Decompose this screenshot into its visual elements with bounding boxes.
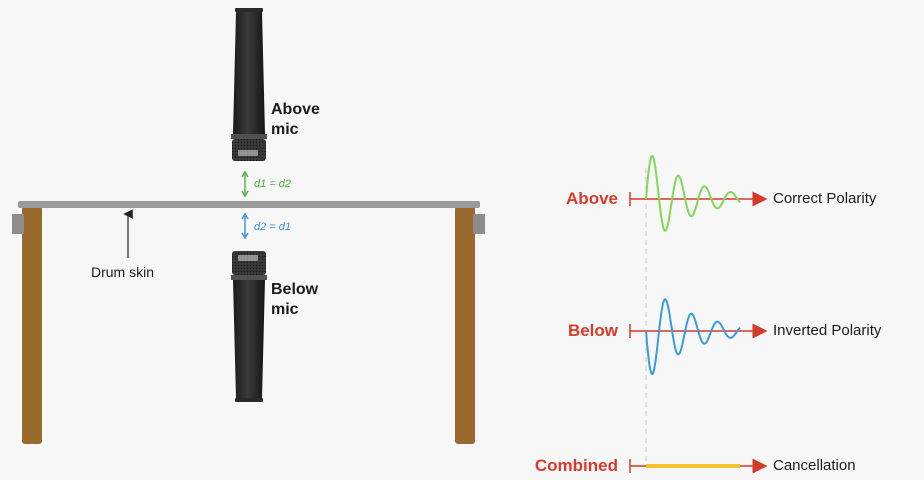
below-mic-label-line1: Below [271,281,319,298]
drum-skin [18,201,480,208]
waveform-above [645,154,741,232]
row-label-combined: Combined [534,456,618,475]
d1-label: d1 = d2 [254,178,292,190]
drum-rim-left [12,214,24,234]
below-mic-label-line2: mic [271,301,299,318]
above-mic-label: Above mic [271,100,320,140]
drum-rim-right [473,214,485,234]
d2-label: d2 = d1 [254,221,292,233]
below-mic-label: Below mic [271,280,318,320]
polarity-label-below: Inverted Polarity [773,322,882,339]
above-mic-icon [231,8,267,161]
waveform-below [645,298,741,376]
row-label-below: Below [567,321,618,340]
above-mic-label-line1: Above [271,101,320,118]
drum-post-left [22,206,42,444]
d1-arrow [241,170,249,198]
below-mic-icon [231,251,267,402]
polarity-label-combined: Cancellation [773,457,856,474]
row-label-above: Above [566,189,618,208]
polarity-label-above: Correct Polarity [773,190,877,207]
drum-skin-label: Drum skin [91,264,155,280]
above-mic-label-line2: mic [271,121,299,138]
d2-arrow [241,212,249,240]
drum-post-right [455,206,475,444]
